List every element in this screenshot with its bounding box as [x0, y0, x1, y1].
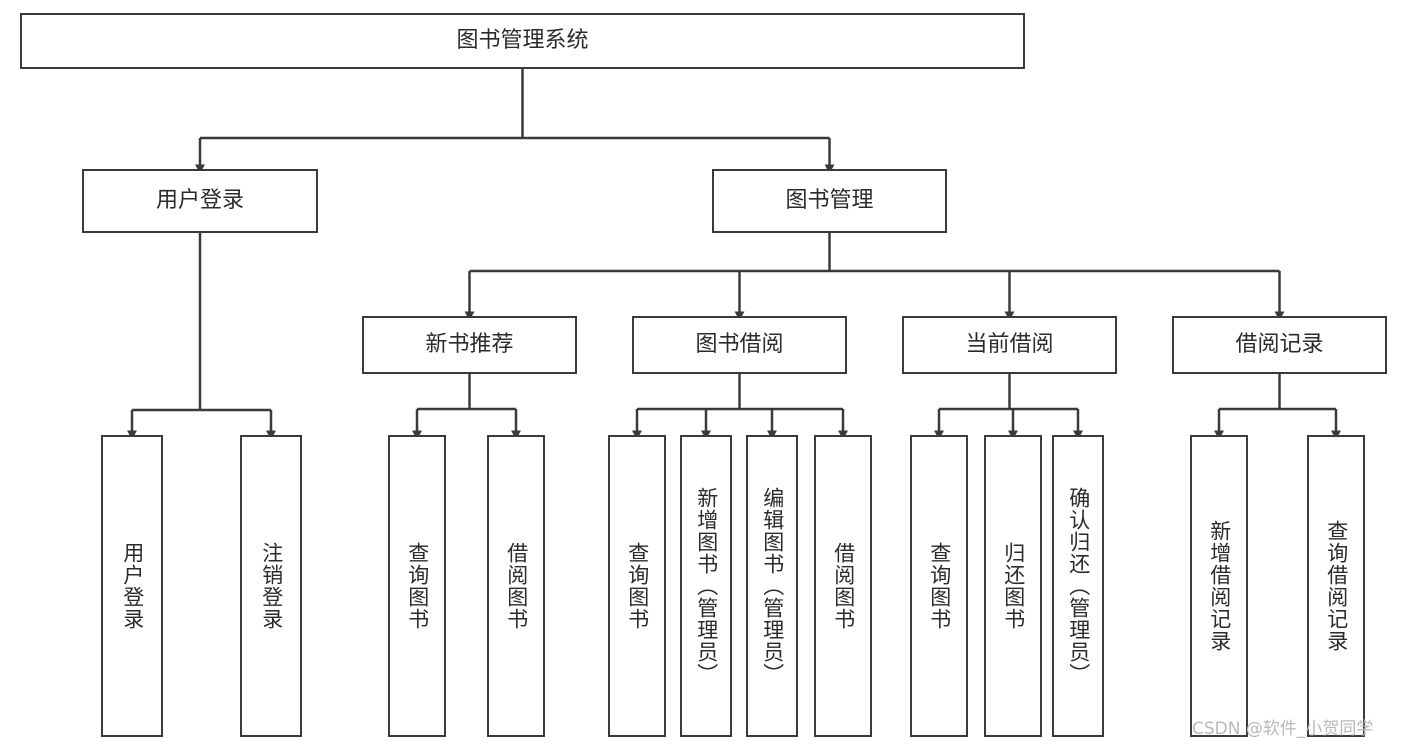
node-leaf-7[interactable]: 借阅图书	[814, 435, 872, 737]
node-leaf-4[interactable]: 查询图书	[608, 435, 666, 737]
node-label: 新增图书（管理员）	[694, 487, 719, 685]
node-label: 查询图书	[405, 542, 430, 630]
node-label: 新书推荐	[425, 331, 514, 357]
node-label: 编辑图书（管理员）	[760, 487, 785, 685]
node-label: 确认归还（管理员）	[1066, 487, 1091, 685]
node-label: 查询图书	[927, 542, 952, 630]
node-label: 用户登录	[120, 542, 145, 630]
node-leaf-10[interactable]: 确认归还（管理员）	[1052, 435, 1104, 737]
node-label: 借阅图书	[504, 542, 529, 630]
node-label: 查询借阅记录	[1324, 520, 1349, 652]
node-label: 图书管理	[785, 187, 874, 213]
node-root-图书管理系统[interactable]: 图书管理系统	[20, 13, 1025, 69]
node-l3-3[interactable]: 借阅记录	[1172, 316, 1387, 374]
node-l2-1[interactable]: 图书管理	[712, 169, 947, 233]
node-label: 图书借阅	[695, 331, 784, 357]
node-leaf-9[interactable]: 归还图书	[984, 435, 1042, 737]
node-leaf-6[interactable]: 编辑图书（管理员）	[746, 435, 798, 737]
node-label: 注销登录	[259, 542, 284, 630]
node-leaf-5[interactable]: 新增图书（管理员）	[680, 435, 732, 737]
node-label: 查询图书	[625, 542, 650, 630]
node-label: 当前借阅	[965, 331, 1054, 357]
node-label: 图书管理系统	[456, 27, 589, 53]
node-l2-0[interactable]: 用户登录	[82, 169, 318, 233]
node-leaf-12[interactable]: 查询借阅记录	[1307, 435, 1365, 737]
node-leaf-0[interactable]: 用户登录	[101, 435, 163, 737]
csdn-watermark: CSDN @软件_小贺同学	[1192, 719, 1374, 739]
node-l3-0[interactable]: 新书推荐	[362, 316, 577, 374]
node-label: 借阅图书	[831, 542, 856, 630]
node-l3-2[interactable]: 当前借阅	[902, 316, 1117, 374]
node-leaf-8[interactable]: 查询图书	[910, 435, 968, 737]
node-label: 归还图书	[1001, 542, 1026, 630]
node-label: 新增借阅记录	[1207, 520, 1232, 652]
node-leaf-11[interactable]: 新增借阅记录	[1190, 435, 1248, 737]
node-leaf-2[interactable]: 查询图书	[388, 435, 446, 737]
node-label: 借阅记录	[1235, 331, 1324, 357]
node-leaf-3[interactable]: 借阅图书	[487, 435, 545, 737]
node-label: 用户登录	[155, 187, 244, 213]
node-l3-1[interactable]: 图书借阅	[632, 316, 847, 374]
node-leaf-1[interactable]: 注销登录	[240, 435, 302, 737]
